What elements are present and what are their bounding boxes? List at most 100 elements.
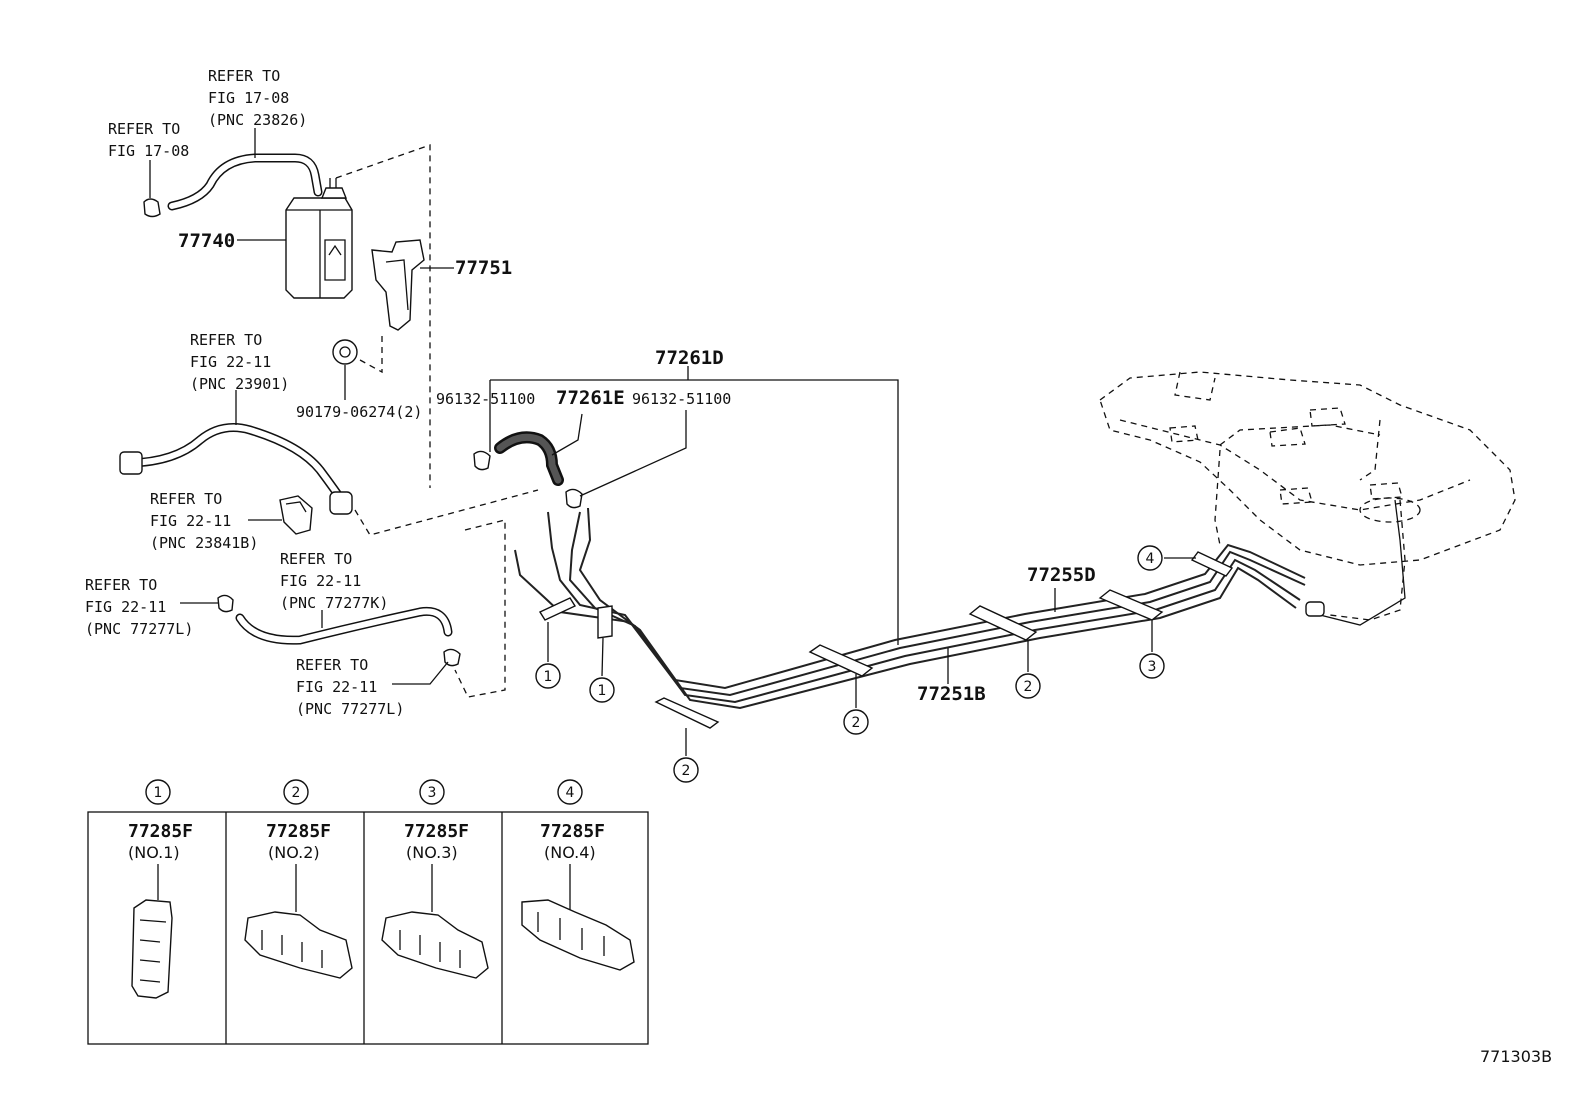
- part-number-hose: 77261E: [556, 387, 625, 409]
- charcoal-canister: [285, 178, 353, 299]
- grommet-icon: [332, 339, 358, 365]
- bracket-line-77261d: [490, 379, 899, 640]
- clamp-no1-icon: [597, 605, 613, 639]
- legend-item-2: 2 77285F (NO.2): [244, 779, 353, 979]
- ref-label-fig-17-08-pnc-23826: REFER TO FIG 17-08 (PNC 23826): [208, 67, 307, 129]
- callout-1: 1: [535, 663, 561, 689]
- ref-label-fig-22-11-pnc-77277l-left: REFER TO FIG 22-11 (PNC 77277L): [85, 576, 193, 638]
- svg-text:(NO.3): (NO.3): [406, 843, 458, 862]
- callout-4: 4: [1137, 545, 1163, 571]
- hose-77261e: [494, 431, 564, 486]
- part-number-pipe-mid: 77255D: [1027, 564, 1096, 586]
- svg-text:(PNC 77277L): (PNC 77277L): [296, 700, 404, 718]
- svg-text:2: 2: [852, 715, 861, 731]
- svg-text:(PNC 77277L): (PNC 77277L): [85, 620, 193, 638]
- callout-2: 2: [673, 757, 699, 783]
- svg-text:(PNC 23841B): (PNC 23841B): [150, 534, 258, 552]
- svg-text:(PNC 77277K): (PNC 77277K): [280, 594, 388, 612]
- svg-text:FIG 17-08: FIG 17-08: [108, 142, 189, 160]
- ref-label-fig-22-11-pnc-23901: REFER TO FIG 22-11 (PNC 23901): [190, 331, 289, 393]
- svg-text:77285F: 77285F: [404, 821, 469, 842]
- ref-label-fig-22-11-pnc-77277k: REFER TO FIG 22-11 (PNC 77277K): [280, 550, 388, 612]
- hose-clamp-icon: [565, 488, 583, 509]
- part-number-vent-tube-assy: 77261D: [655, 347, 724, 369]
- hose-clamp-icon: [217, 594, 234, 613]
- legend-item-4: 4 77285F (NO.4): [521, 779, 635, 971]
- svg-text:(NO.1): (NO.1): [128, 843, 180, 862]
- vent-hose-upper: [167, 153, 323, 211]
- canister-bracket: [371, 239, 425, 331]
- svg-text:FIG 22-11: FIG 22-11: [190, 353, 271, 371]
- svg-text:4: 4: [1146, 551, 1155, 567]
- clamp-no2-icon: [244, 911, 353, 979]
- leader-line: [551, 413, 583, 456]
- svg-text:1: 1: [598, 683, 607, 699]
- phantom-line: [354, 489, 539, 536]
- svg-text:FIG 22-11: FIG 22-11: [150, 512, 231, 530]
- svg-text:2: 2: [1024, 679, 1033, 695]
- svg-text:REFER TO: REFER TO: [150, 490, 222, 508]
- phantom-line: [359, 335, 383, 374]
- svg-text:FIG 22-11: FIG 22-11: [280, 572, 361, 590]
- svg-text:77285F: 77285F: [128, 821, 193, 842]
- svg-text:REFER TO: REFER TO: [190, 331, 262, 349]
- svg-text:2: 2: [682, 763, 691, 779]
- part-number-grommet: 90179-06274(2): [296, 403, 422, 421]
- legend-item-3: 3 77285F (NO.3): [381, 779, 489, 979]
- svg-text:4: 4: [566, 785, 575, 801]
- clamp-no4-icon: [521, 899, 635, 971]
- part-number-clip-right: 96132-51100: [632, 390, 731, 408]
- ref-label-fig-22-11-pnc-77277l-lower: REFER TO FIG 22-11 (PNC 77277L): [296, 656, 404, 718]
- fuel-tank-phantom: [1099, 371, 1516, 621]
- phantom-line: [454, 519, 506, 698]
- svg-text:REFER TO: REFER TO: [208, 67, 280, 85]
- ref-label-fig-22-11-pnc-23841b: REFER TO FIG 22-11 (PNC 23841B): [150, 490, 258, 552]
- svg-text:FIG 22-11: FIG 22-11: [296, 678, 377, 696]
- callout-1: 1: [589, 677, 615, 703]
- svg-text:3: 3: [428, 785, 437, 801]
- clamp-no2-icon: [654, 697, 720, 729]
- part-number-bracket: 77751: [455, 257, 512, 279]
- clamp-no4-icon: [1190, 551, 1234, 577]
- leader-line: [392, 661, 449, 685]
- svg-text:(PNC 23901): (PNC 23901): [190, 375, 289, 393]
- leader-line: [579, 410, 687, 497]
- svg-text:REFER TO: REFER TO: [280, 550, 352, 568]
- phantom-line: [335, 144, 431, 488]
- part-number-pipe-lower: 77251B: [917, 683, 986, 705]
- clamp-no2-icon: [968, 605, 1038, 641]
- leader-line: [601, 637, 604, 677]
- svg-text:REFER TO: REFER TO: [108, 120, 180, 138]
- callout-3: 3: [1139, 653, 1165, 679]
- fuel-pump-outlet: [1305, 499, 1406, 626]
- svg-text:FIG 17-08: FIG 17-08: [208, 89, 289, 107]
- svg-text:REFER TO: REFER TO: [296, 656, 368, 674]
- clamp-no1-icon: [538, 597, 577, 621]
- svg-text:77285F: 77285F: [540, 821, 605, 842]
- clamp-no3-icon: [1098, 589, 1164, 621]
- svg-text:(NO.4): (NO.4): [544, 843, 596, 862]
- clamp-no1-icon: [131, 899, 173, 999]
- svg-text:(PNC 23826): (PNC 23826): [208, 111, 307, 129]
- svg-text:1: 1: [154, 785, 163, 801]
- svg-text:77285F: 77285F: [266, 821, 331, 842]
- part-number-clip-left: 96132-51100: [436, 390, 535, 408]
- hose-clamp-icon: [443, 648, 461, 667]
- svg-text:1: 1: [544, 669, 553, 685]
- callout-2: 2: [843, 709, 869, 735]
- svg-text:2: 2: [292, 785, 301, 801]
- figure-id: 771303B: [1480, 1047, 1552, 1066]
- svg-text:3: 3: [1148, 659, 1157, 675]
- legend-item-1: 1 77285F (NO.1): [128, 779, 193, 999]
- svg-text:FIG 22-11: FIG 22-11: [85, 598, 166, 616]
- hose-clamp-icon: [473, 450, 491, 471]
- fuel-line-bundle: [514, 507, 1306, 710]
- clamp-legend: 1 77285F (NO.1) 2 77285F (NO.2) 3 77285F: [87, 779, 649, 1045]
- callout-2: 2: [1015, 673, 1041, 699]
- clamp-no2-icon: [808, 644, 874, 677]
- hose-clamp-icon: [143, 198, 161, 218]
- part-number-canister: 77740: [178, 230, 235, 252]
- evap-hose-lower: [235, 606, 453, 645]
- breather-cap-icon: [279, 495, 313, 535]
